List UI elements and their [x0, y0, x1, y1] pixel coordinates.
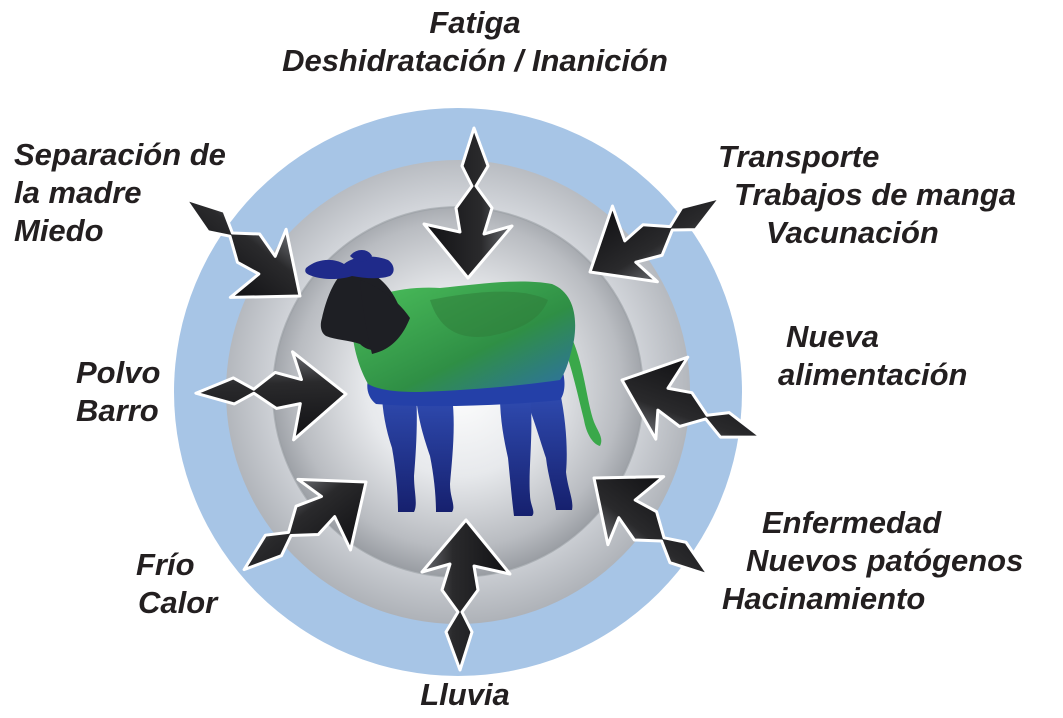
label-right: Nueva alimentación — [778, 318, 968, 394]
label-left-line-2: Barro — [76, 393, 159, 428]
label-bottom-left-line-1: Frío — [136, 547, 195, 582]
calf-silhouette-icon — [305, 250, 602, 516]
label-top-line-1: Fatiga — [429, 5, 521, 40]
label-right-line-2: alimentación — [778, 357, 968, 392]
label-bottom-left-line-2: Calor — [138, 585, 218, 620]
label-top-line-2: Deshidratación / Inanición — [282, 43, 668, 78]
label-right-line-1: Nueva — [786, 319, 880, 354]
label-bottom-right-line-3: Hacinamiento — [722, 581, 926, 616]
label-left: Polvo Barro — [76, 354, 160, 430]
label-top-right-line-1: Transporte — [718, 139, 880, 174]
label-bottom-right-line-2: Nuevos patógenos — [746, 543, 1024, 578]
label-top-right: Transporte Trabajos de manga Vacunación — [712, 138, 1016, 252]
label-top-left-line-2: la madre — [14, 175, 142, 210]
label-top-left-line-1: Separación de — [14, 137, 226, 172]
label-bottom: Lluvia — [0, 676, 930, 714]
label-top-right-line-3: Vacunación — [766, 215, 939, 250]
label-top: Fatiga Deshidratación / Inanición — [0, 4, 950, 80]
label-bottom-line-1: Lluvia — [420, 677, 510, 712]
label-top-right-line-2: Trabajos de manga — [734, 177, 1016, 212]
label-top-left-line-3: Miedo — [14, 213, 104, 248]
label-left-line-1: Polvo — [76, 355, 161, 390]
label-bottom-right: Enfermedad Nuevos patógenos Hacinamiento — [722, 504, 1023, 618]
label-bottom-left: Frío Calor — [136, 546, 217, 622]
label-top-left: Separación de la madre Miedo — [14, 136, 226, 250]
label-bottom-right-line-1: Enfermedad — [762, 505, 942, 540]
